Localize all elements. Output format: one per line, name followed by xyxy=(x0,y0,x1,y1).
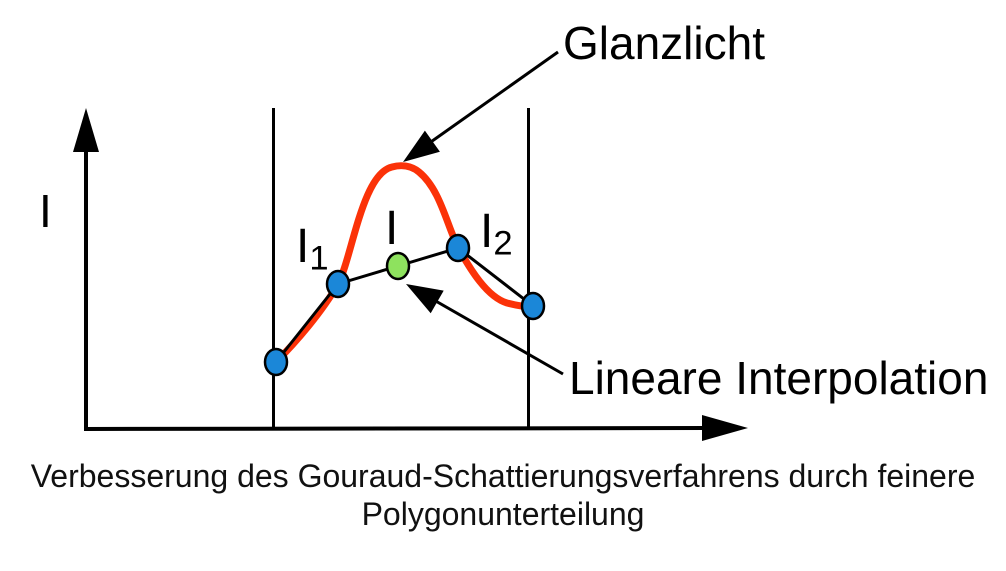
x-axis-line xyxy=(83,426,707,431)
glanzlicht-label: Glanzlicht xyxy=(563,17,765,69)
interpolated-dot xyxy=(385,251,411,281)
label-i2-subscript: 2 xyxy=(493,224,513,263)
caption-line-1: Verbesserung des Gouraud-Schattierungsve… xyxy=(30,458,976,494)
y-axis-label: I xyxy=(39,185,52,237)
y-axis-arrowhead-icon xyxy=(73,108,99,152)
label-i2: I2 xyxy=(480,205,513,261)
vertex-dot-i1 xyxy=(325,269,351,299)
glanzlicht-leader-line xyxy=(410,50,559,158)
vertex-dot-bottom-left xyxy=(263,347,289,377)
label-i1: I1 xyxy=(296,220,329,276)
lineare-interpolation-label: Lineare Interpolation xyxy=(569,352,989,404)
vertex-dot-bottom-right xyxy=(520,291,546,321)
label-i2-base: I xyxy=(480,205,494,258)
figure-caption: Verbesserung des Gouraud-Schattierungsve… xyxy=(0,457,1006,534)
caption-line-2: Polygonunterteilung xyxy=(361,496,645,533)
x-axis-arrowhead-icon xyxy=(702,415,748,441)
glanzlicht-arrowhead-icon xyxy=(403,130,440,162)
vertex-dot-i2 xyxy=(445,233,471,263)
interpolation-arrowhead-icon xyxy=(406,284,444,314)
label-i-mid: I xyxy=(385,202,399,255)
interpolation-leader-line xyxy=(412,286,564,376)
label-i1-subscript: 1 xyxy=(309,239,329,278)
label-i1-base: I xyxy=(296,220,310,273)
